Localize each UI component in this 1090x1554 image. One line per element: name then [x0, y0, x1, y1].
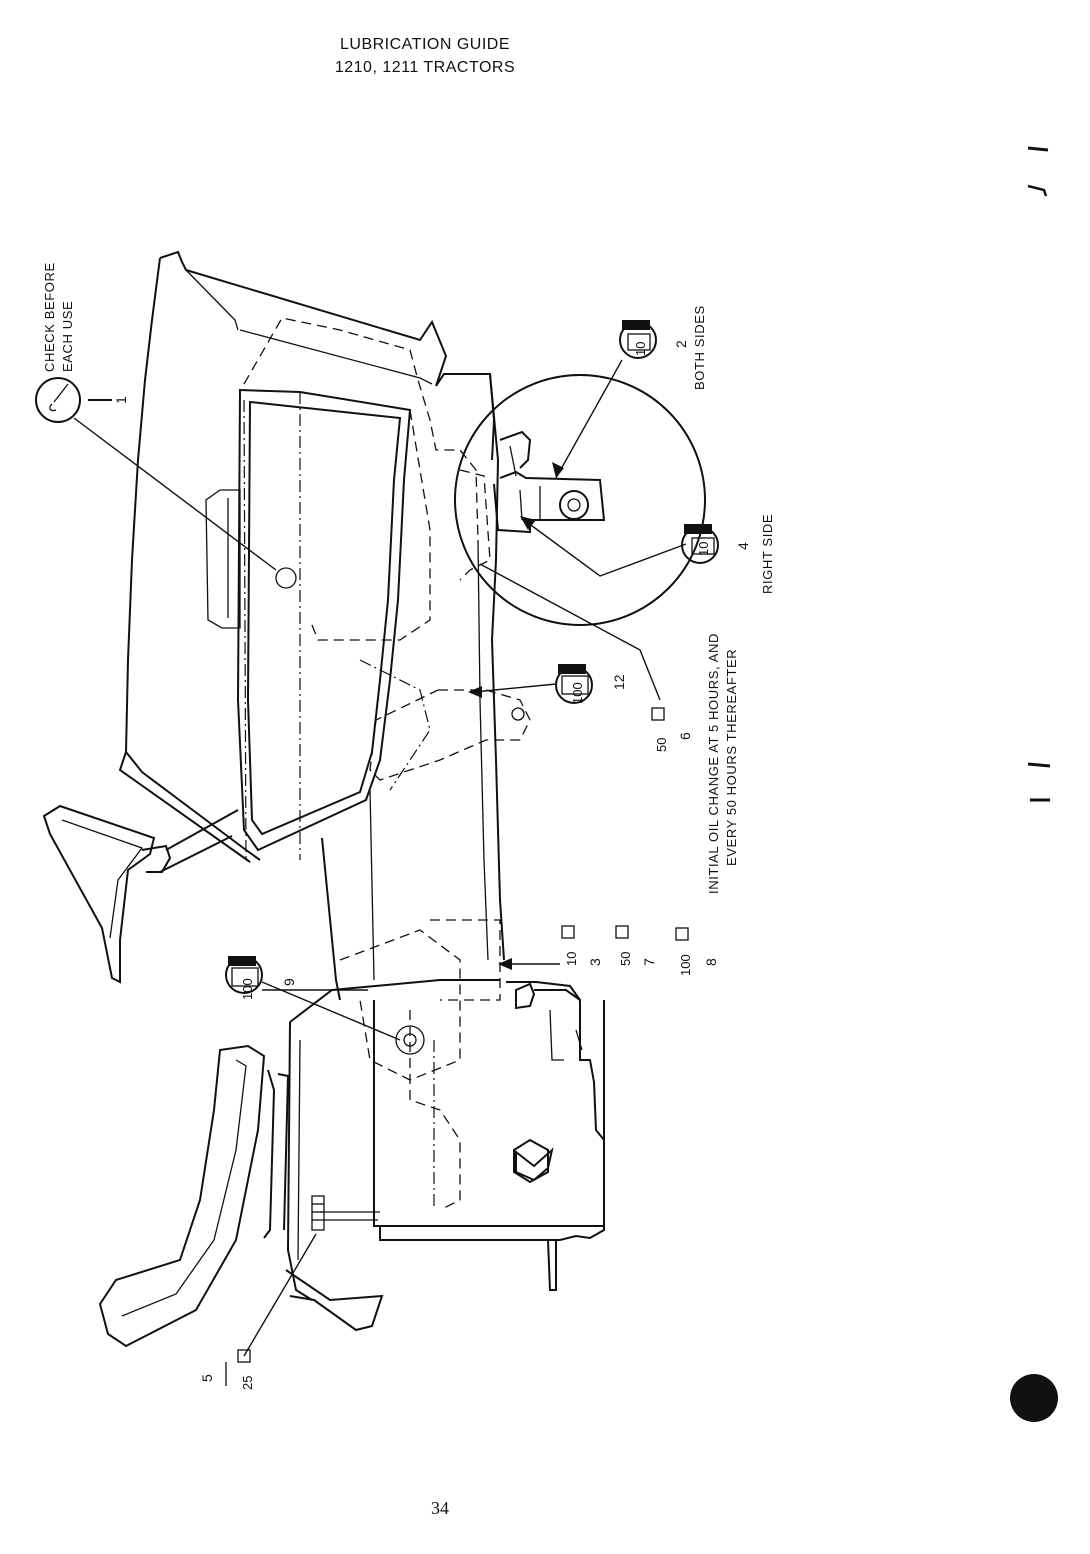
transmission — [320, 920, 604, 1290]
svg-text:8: 8 — [703, 958, 719, 966]
svg-text:7: 7 — [641, 958, 657, 966]
svg-text:3: 3 — [587, 958, 603, 966]
svg-text:1: 1 — [113, 396, 129, 404]
tractor-seat — [100, 1046, 382, 1346]
callout-3: 10 3 — [562, 926, 603, 966]
tractor-hood — [120, 252, 494, 862]
svg-text:50: 50 — [618, 952, 633, 966]
leader-lines — [74, 360, 686, 1356]
each-use-note: EACH USE — [60, 301, 75, 372]
callout-4: 10 4 — [696, 542, 751, 556]
svg-text:2: 2 — [673, 340, 689, 348]
oil-change-interval-note: EVERY 50 HOURS THEREAFTER — [724, 649, 739, 866]
callout-5: 5 25 — [199, 1350, 255, 1390]
rear-fender — [288, 980, 500, 1300]
svg-text:6: 6 — [677, 732, 693, 740]
callout-7: 50 7 — [616, 926, 657, 966]
both-sides-note: BOTH SIDES — [692, 305, 707, 390]
binding-marks — [1010, 148, 1058, 1422]
svg-text:50: 50 — [654, 738, 669, 752]
svg-text:100: 100 — [678, 954, 693, 976]
seat-grease-fitting — [312, 1196, 324, 1230]
right-side-note: RIGHT SIDE — [760, 514, 775, 594]
callout-6: 50 6 — [652, 708, 693, 752]
callout-2: 10 2 — [633, 340, 689, 356]
oil-dipstick-icon — [36, 378, 112, 422]
callout-8: 100 8 — [676, 928, 719, 976]
callout-12: 100 12 — [570, 674, 627, 704]
page-number: 34 — [0, 1498, 880, 1519]
svg-text:25: 25 — [240, 1376, 255, 1390]
callout-1: 1 — [113, 396, 129, 404]
svg-text:4: 4 — [735, 542, 751, 550]
tractor-frame — [322, 374, 530, 1000]
svg-text:10: 10 — [696, 542, 711, 556]
oil-change-note: INITIAL OIL CHANGE AT 5 HOURS, AND — [706, 633, 721, 894]
svg-text:5: 5 — [199, 1374, 215, 1382]
svg-text:9: 9 — [281, 978, 297, 986]
svg-text:100: 100 — [240, 978, 255, 1000]
svg-text:12: 12 — [611, 674, 627, 690]
svg-text:10: 10 — [564, 952, 579, 966]
callout-9: 100 9 — [240, 978, 297, 1000]
svg-text:100: 100 — [570, 682, 585, 704]
svg-text:10: 10 — [633, 342, 648, 356]
check-before-note: CHECK BEFORE — [42, 262, 57, 372]
